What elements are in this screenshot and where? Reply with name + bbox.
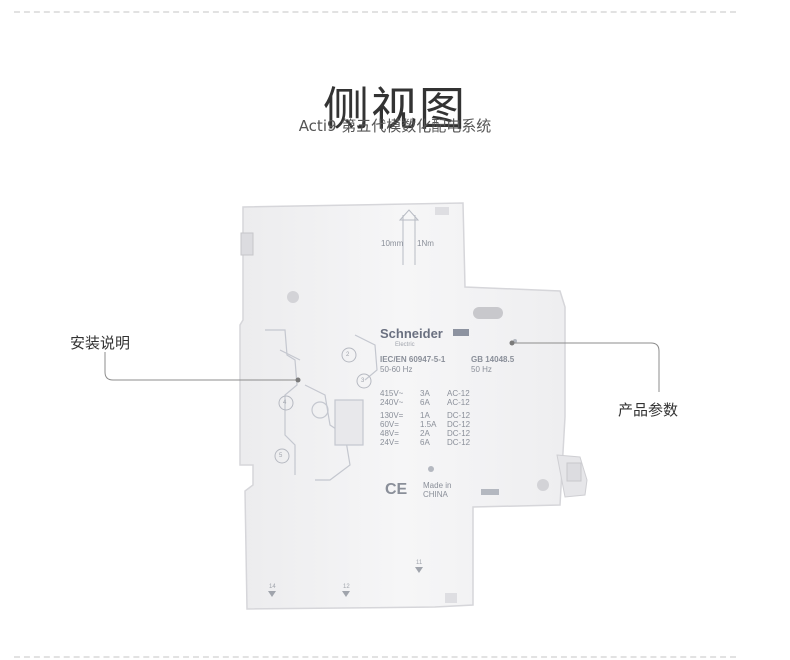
step-number: 5 (279, 453, 283, 459)
terminal-12-label: 12 (343, 584, 350, 590)
torque-size-label: 10mm (381, 239, 404, 248)
rating-voltage: 415V~ (380, 389, 404, 398)
frequency-iec-label: 50-60 Hz (380, 365, 413, 374)
rating-voltage: 48V= (380, 429, 399, 438)
terminal-11-label: 11 (416, 560, 423, 566)
step-number: 4 (283, 400, 287, 406)
rating-current: 1A (420, 411, 430, 420)
product-parameters-label: 产品参数 (618, 401, 679, 419)
rating-category: DC-12 (447, 411, 471, 420)
origin-label: Made in CHINA (423, 481, 452, 499)
top-dashed-divider (14, 11, 736, 13)
standard-gb-label: GB 14048.5 (471, 355, 515, 364)
rating-current: 6A (420, 398, 430, 407)
rating-category: AC-12 (447, 389, 470, 398)
terminal-14-label: 14 (269, 584, 276, 590)
rating-voltage: 130V= (380, 411, 404, 420)
page-title: 侧视图 (323, 81, 467, 136)
brand-sub-text: Electric (395, 342, 415, 348)
auxiliary-contact-side-view: 10mm 1Nm Schneider Electric IEC/EN 60947… (235, 195, 605, 620)
rating-current: 2A (420, 429, 430, 438)
rating-category: AC-12 (447, 398, 470, 407)
rating-current: 6A (420, 438, 430, 447)
rating-voltage: 60V= (380, 420, 399, 429)
rating-voltage: 24V= (380, 438, 399, 447)
rating-category: DC-12 (447, 438, 471, 447)
rating-current: 3A (420, 389, 430, 398)
ce-mark: CE (385, 481, 408, 498)
page-subtitle: Acti9 第五代模数化配电系统 (298, 117, 492, 135)
installation-notes-label: 安装说明 (70, 334, 131, 352)
rating-voltage: 240V~ (380, 398, 404, 407)
rating-category: DC-12 (447, 429, 471, 438)
torque-value-label: 1Nm (417, 239, 434, 248)
bottom-dashed-divider (14, 656, 736, 658)
device-body-drawing (239, 202, 588, 610)
frequency-gb-label: 50 Hz (471, 365, 492, 374)
step-number: 2 (346, 352, 350, 358)
brand-logo-text: Schneider (380, 326, 443, 341)
rating-current: 1.5A (420, 420, 437, 429)
rating-category: DC-12 (447, 420, 471, 429)
step-number: 3 (361, 378, 365, 384)
standard-iec-label: IEC/EN 60947-5-1 (380, 355, 446, 364)
